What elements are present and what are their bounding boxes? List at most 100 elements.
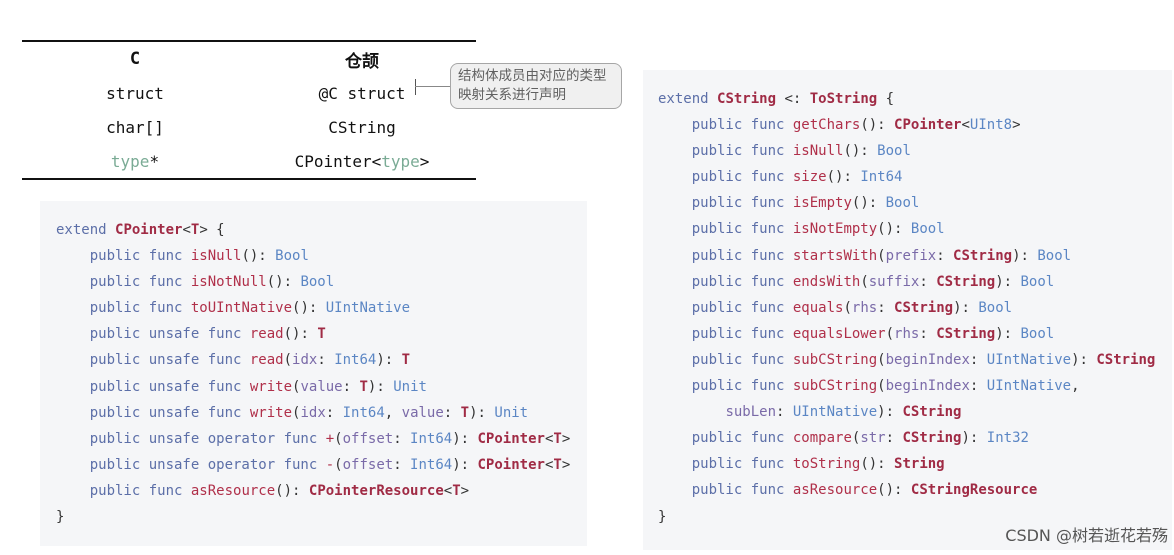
code-token: public func — [691, 456, 793, 473]
code-token: ): — [1071, 351, 1097, 368]
code-token: public unsafe operator func — [89, 430, 326, 447]
code-line: public func isEmpty(): Bool — [658, 190, 1172, 216]
code-token: compare — [792, 430, 852, 447]
code-line: public func isNull(): Bool — [56, 243, 587, 269]
code-token: public func — [691, 169, 793, 186]
code-line: public func toString(): String — [658, 451, 1172, 477]
code-line: subLen: UIntNative): CString — [658, 399, 1172, 425]
code-token: ( — [877, 351, 886, 368]
watermark: CSDN @树若逝花若殇 — [1005, 526, 1168, 545]
code-token: T — [401, 352, 411, 369]
code-line: public func endsWith(suffix: CString): B… — [658, 269, 1172, 295]
code-token: ): — [452, 430, 478, 447]
code-token: toUIntNative — [190, 300, 293, 317]
code-line: public unsafe func write(idx: Int64, val… — [56, 400, 587, 426]
code-token: value — [401, 404, 444, 421]
code-line: extend CPointer<T> { — [56, 217, 587, 243]
code-token: isNotEmpty — [792, 221, 878, 238]
code-token: isNull — [190, 248, 242, 265]
code-line: public func isNotEmpty(): Bool — [658, 216, 1172, 242]
code-token: value — [300, 378, 343, 395]
code-token: public func — [691, 143, 793, 160]
code-token: public func — [691, 117, 793, 134]
code-token: Unit — [494, 404, 529, 421]
code-token: T — [190, 222, 200, 238]
code-token: < — [544, 430, 554, 447]
code-token — [56, 405, 90, 421]
code-token: ): — [367, 378, 394, 395]
code-token: asResource — [190, 482, 276, 499]
code-token: public func — [691, 430, 793, 447]
code-token: ( — [292, 378, 301, 395]
code-token: write — [249, 404, 293, 421]
code-token — [658, 169, 692, 185]
code-token: public func — [691, 325, 793, 342]
code-token: < — [443, 482, 453, 499]
code-token: read — [249, 326, 284, 343]
code-token: > — [1012, 117, 1021, 134]
code-token: Int64 — [410, 456, 453, 473]
code-line: public unsafe func write(value: T): Unit — [56, 374, 587, 400]
code-token: public unsafe func — [89, 326, 250, 343]
code-token: Int64 — [410, 430, 453, 447]
code-token: beginIndex — [885, 378, 970, 395]
code-token: idx — [292, 352, 318, 369]
code-token: Int64 — [860, 169, 903, 186]
code-token: (): — [241, 248, 276, 265]
code-token: Bool — [1020, 325, 1055, 342]
code-token — [658, 378, 692, 394]
code-token: str — [860, 430, 886, 447]
code-token — [56, 274, 90, 290]
code-token: getChars — [792, 117, 861, 134]
c-type-cell: type* — [22, 152, 248, 171]
code-token: isNull — [792, 143, 844, 160]
code-token: Bool — [910, 221, 945, 238]
type-keyword: type — [110, 151, 150, 171]
cpointer-code-block: extend CPointer<T> { public func isNull(… — [40, 201, 587, 546]
code-token: rhs — [851, 299, 878, 316]
code-token: CString — [902, 404, 962, 421]
code-token: subLen — [725, 404, 777, 421]
code-token: write — [249, 378, 293, 395]
code-token — [658, 430, 692, 446]
code-token: subCString — [792, 351, 878, 368]
code-token: Int32 — [986, 430, 1029, 447]
code-token: CStringResource — [910, 482, 1038, 499]
code-token: (): — [860, 117, 895, 134]
code-token: > — [561, 456, 571, 473]
header-cangjie: 仓颉 — [345, 51, 379, 72]
code-token: > — [561, 430, 571, 447]
code-token: > { — [199, 222, 225, 238]
code-token — [658, 300, 692, 316]
code-token — [658, 117, 692, 133]
code-token: size — [792, 169, 827, 186]
code-token — [658, 274, 692, 290]
code-token — [56, 379, 90, 395]
code-line: public func asResource(): CPointerResour… — [56, 478, 587, 504]
code-token: T — [359, 378, 368, 395]
cangjie-type-cell: CPointer<type> — [248, 152, 476, 171]
code-token: CPointer — [115, 222, 183, 238]
code-token: CString — [894, 299, 954, 316]
code-token: < — [961, 117, 970, 134]
code-token: ( — [843, 299, 852, 316]
code-token: Bool — [300, 274, 335, 291]
code-token: UIntNative — [325, 300, 411, 317]
code-token: ( — [885, 325, 895, 342]
code-token: Bool — [275, 248, 309, 265]
code-token: CString — [953, 247, 1013, 264]
code-token: String — [894, 456, 945, 473]
code-token: public unsafe func — [89, 404, 250, 421]
code-token: ): — [452, 456, 478, 473]
code-token: } — [658, 508, 667, 525]
code-token: : — [969, 378, 987, 395]
code-token: public func — [89, 300, 191, 317]
code-token: { — [877, 91, 895, 107]
code-token: ): — [469, 404, 495, 421]
code-line: public unsafe operator func -(offset: In… — [56, 452, 587, 478]
code-token: : — [342, 378, 360, 395]
code-token: ): — [995, 325, 1021, 342]
code-line: public func size(): Int64 — [658, 164, 1172, 190]
code-token: Bool — [877, 143, 911, 160]
code-token: UInt8 — [969, 117, 1013, 134]
